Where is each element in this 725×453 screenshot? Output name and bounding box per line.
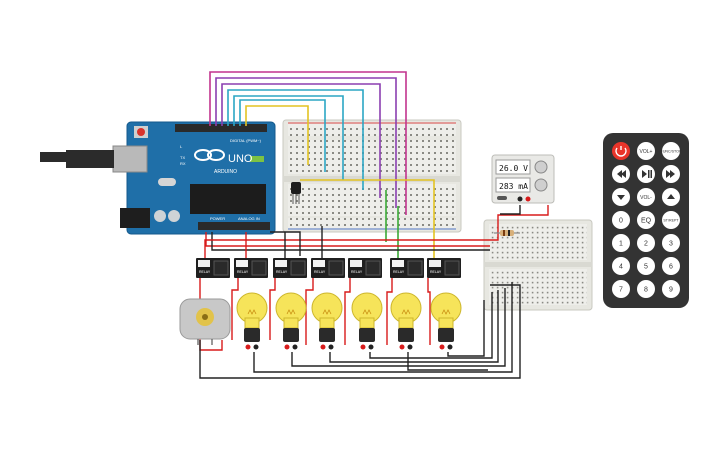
arduino-logo-icon [194,149,212,161]
analog-header-label: ANALOG IN [238,216,260,221]
remote-button-label: 0 [619,218,623,225]
dc-motor[interactable] [179,298,231,345]
remote-button-label: 3 [669,241,673,248]
reset-button[interactable] [137,128,145,136]
remote-button[interactable] [612,188,630,206]
psu-current-readout: 283 mA [499,182,528,191]
remote-button[interactable]: 9 [662,280,680,298]
relay-module[interactable]: RELAY [196,258,230,278]
play-pause-icon [642,170,652,178]
arduino-uno-board[interactable]: ARDUINO UNO DIGITAL (PWM~) POWER ANALOG … [40,121,276,235]
remote-button[interactable]: 8 [637,280,655,298]
light-bulb[interactable] [275,292,307,350]
l-label: L [180,144,183,149]
remote-button[interactable] [662,188,680,206]
light-bulb[interactable] [390,292,422,350]
relay-module[interactable]: RELAY [234,258,268,278]
remote-button-label: 1 [619,241,623,248]
light-bulb[interactable] [236,292,268,350]
arduino-model-text: UNO [228,153,253,165]
light-bulb[interactable] [430,292,462,350]
light-bulb[interactable] [311,292,343,350]
remote-button[interactable]: 0 [612,211,630,229]
remote-button-label: ST/REPT [663,218,679,222]
remote-button[interactable]: VOL- [637,188,655,206]
remote-button[interactable]: EQ [637,211,655,229]
relay-label: RELAY [351,270,363,274]
psu-voltage-readout: 26.0 V [499,164,528,173]
remote-button[interactable] [612,142,630,160]
remote-button[interactable]: 5 [637,257,655,275]
main-breadboard[interactable] [282,119,462,233]
fast-forward-icon [666,170,675,178]
current-knob-icon[interactable] [534,178,548,192]
relay-label: RELAY [237,270,249,274]
tx-label: TX [180,155,185,160]
remote-button-label: 5 [644,264,648,271]
resistor[interactable] [494,230,520,236]
remote-button-label: 6 [669,264,673,271]
ir-remote[interactable]: VOL+ FUNC/STOP VOL- 0 EQ ST/REPT 1 2 3 4 5 6 7 8 9 [603,133,689,308]
relay-label: RELAY [199,270,211,274]
relay-module[interactable]: RELAY [348,258,382,278]
remote-button[interactable]: 1 [612,234,630,252]
remote-button-label: 2 [644,241,648,248]
relay-row: RELAY RELAY RELAY RELAY RELAY RELAY RELAY [196,258,461,278]
rewind-icon [617,170,626,178]
remote-button[interactable]: 3 [662,234,680,252]
remote-button[interactable]: FUNC/STOP [661,142,682,160]
remote-button-label: 7 [619,287,623,294]
relay-module[interactable]: RELAY [427,258,461,278]
relay-label: RELAY [430,270,442,274]
digital-header-label: DIGITAL (PWM~) [230,138,262,143]
remote-button[interactable]: 2 [637,234,655,252]
remote-button-label: EQ [641,218,652,225]
load-wires [199,278,521,379]
power-icon [615,146,627,157]
remote-button-label: 9 [669,287,673,294]
remote-button[interactable]: 6 [662,257,680,275]
relay-label: RELAY [314,270,326,274]
remote-button[interactable] [637,165,655,183]
relay-module[interactable]: RELAY [390,258,424,278]
remote-button-label: VOL- [640,195,652,201]
remote-button[interactable] [662,165,680,183]
power-header-label: POWER [210,216,225,221]
remote-button-label: VOL+ [640,149,653,155]
up-icon [667,194,675,199]
remote-button-label: FUNC/STOP [661,149,682,153]
rx-label: RX [180,161,186,166]
down-icon [617,195,625,200]
remote-button[interactable]: VOL+ [637,142,655,160]
ir-receiver[interactable] [291,182,301,204]
remote-button-label: 8 [644,287,648,294]
dc-power-supply[interactable]: 26.0 V 283 mA [491,154,555,204]
remote-button[interactable]: 4 [612,257,630,275]
signal-wires [209,71,435,260]
remote-button[interactable] [612,165,630,183]
relay-label: RELAY [276,270,288,274]
power-wires [204,205,549,262]
light-bulb[interactable] [351,292,383,350]
arduino-brand-text: ARDUINO [214,169,237,175]
relay-module[interactable]: RELAY [311,258,345,278]
relay-label: RELAY [393,270,405,274]
voltage-knob-icon[interactable] [534,160,548,174]
remote-button[interactable]: ST/REPT [662,211,680,229]
remote-button-label: 4 [619,264,623,271]
remote-button[interactable]: 7 [612,280,630,298]
relay-module[interactable]: RELAY [273,258,307,278]
bulb-row [236,292,462,350]
